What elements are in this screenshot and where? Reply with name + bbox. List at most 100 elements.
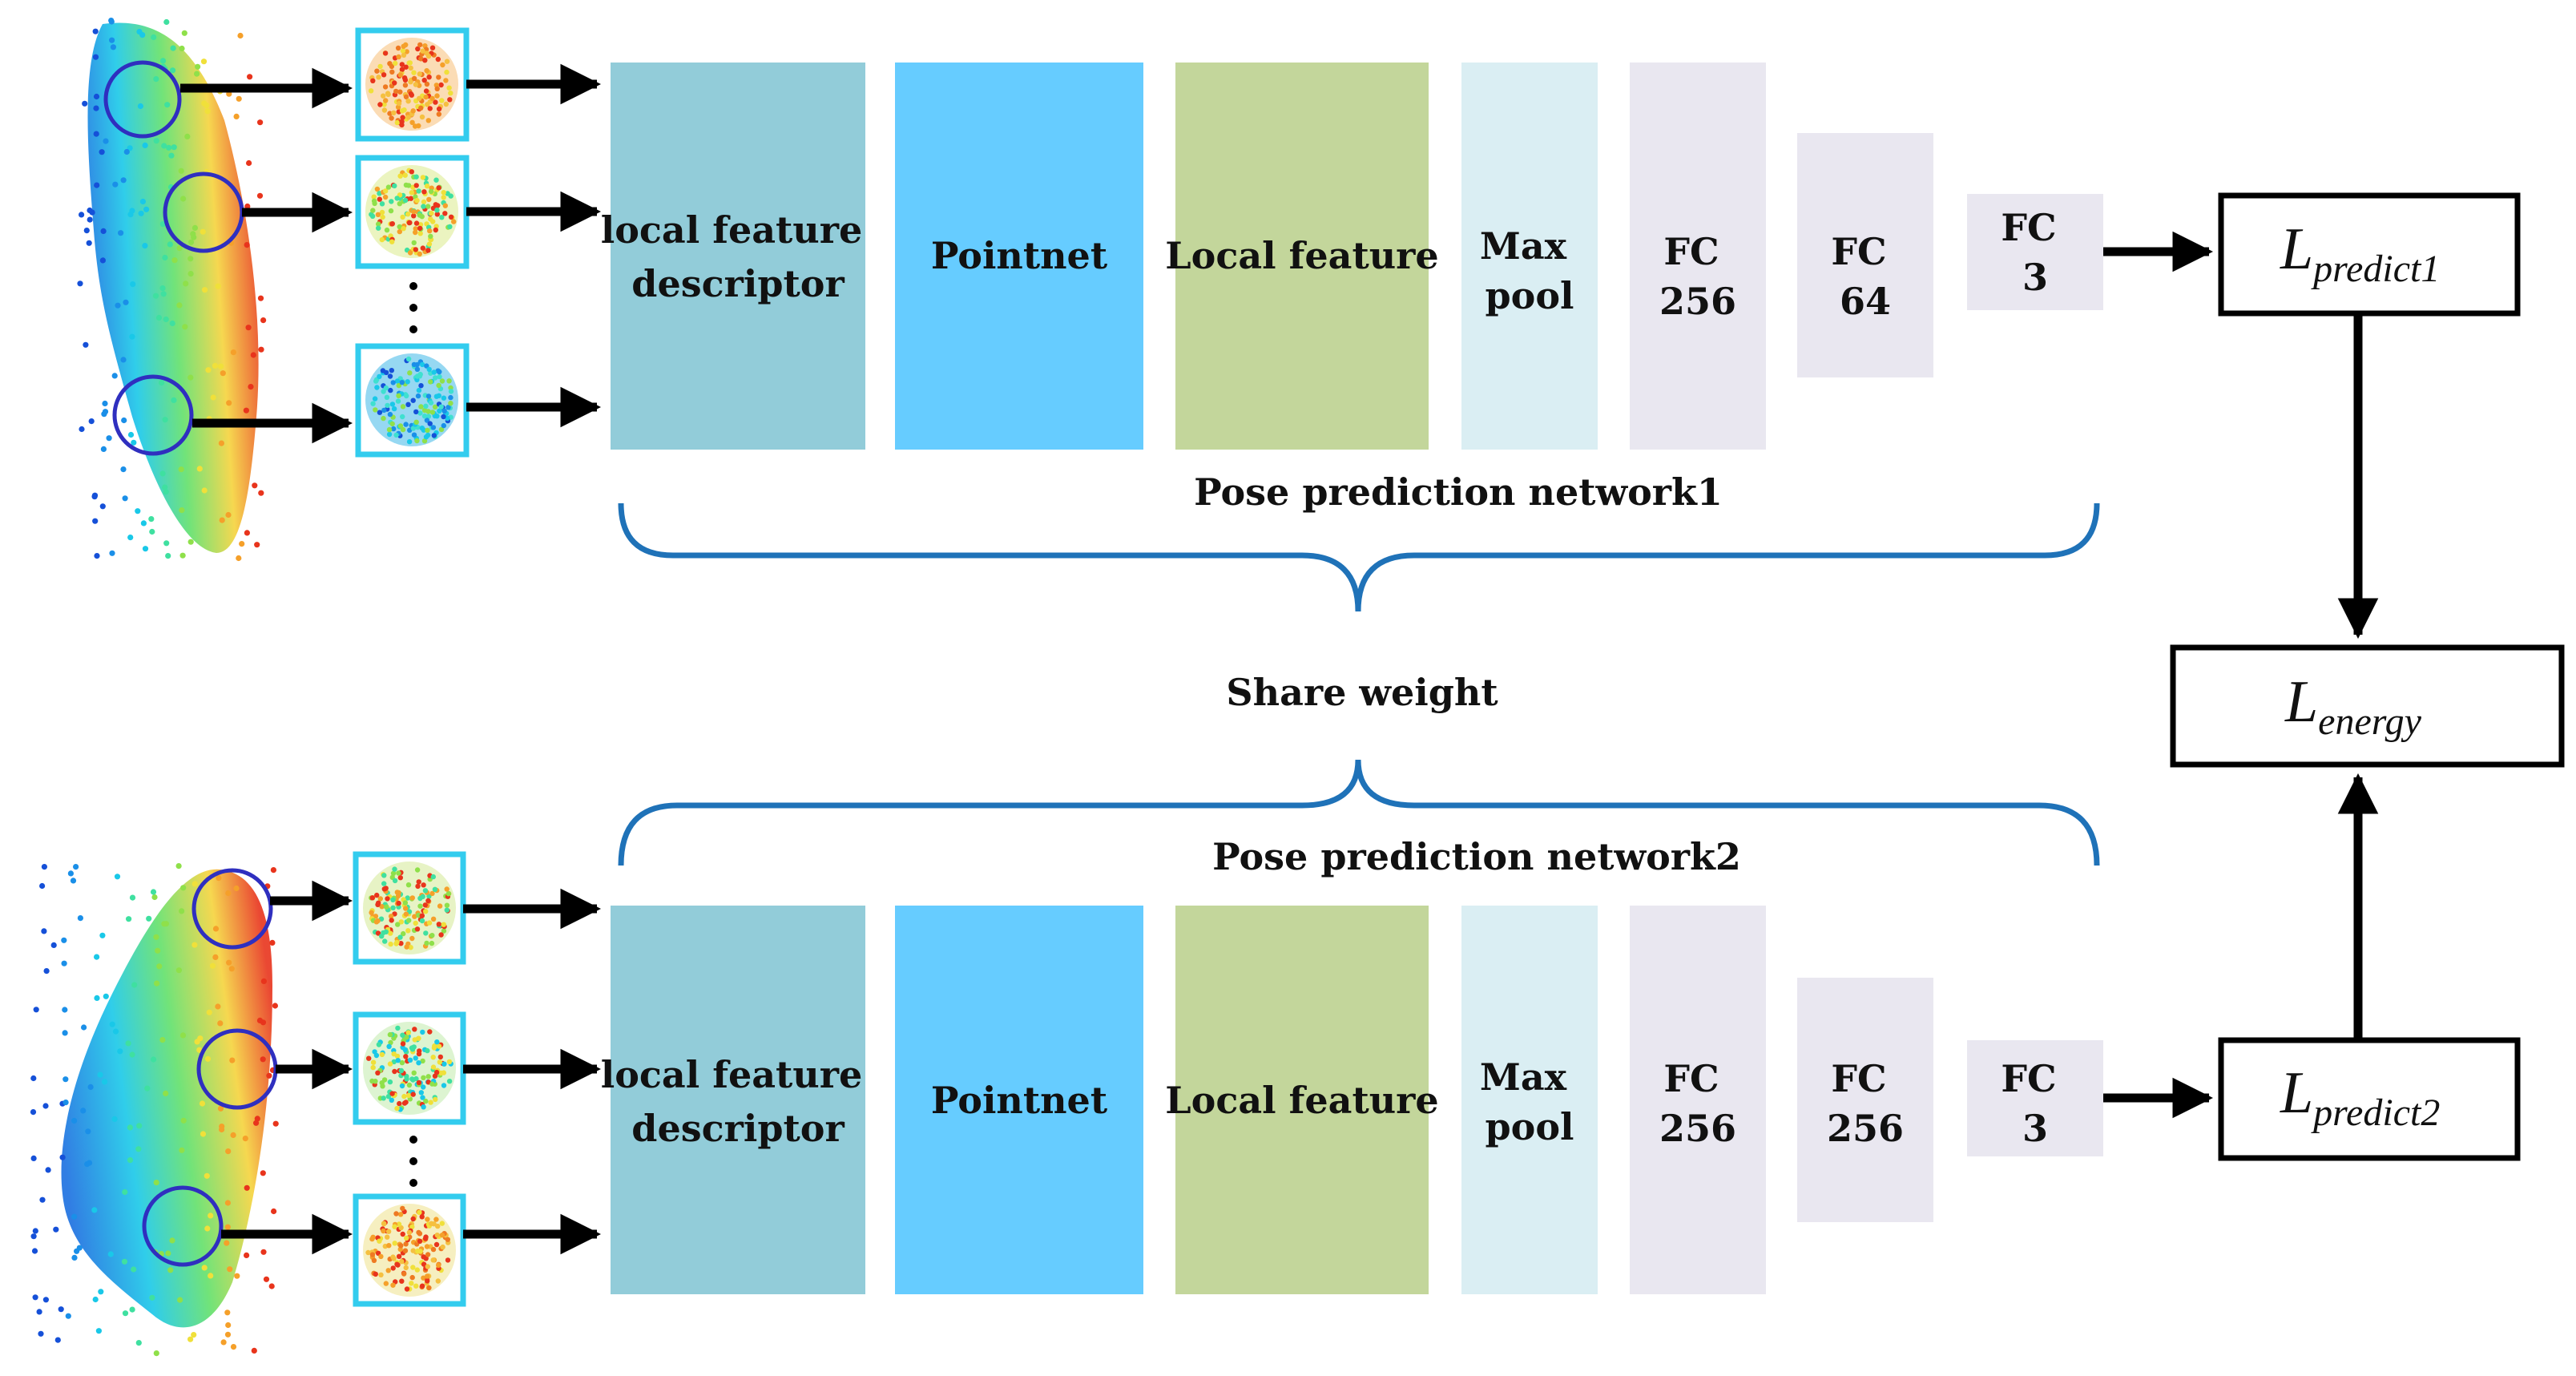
point-cloud-dot xyxy=(395,1058,401,1063)
point-cloud-dot xyxy=(396,900,401,906)
point-cloud-dot xyxy=(418,383,424,389)
point-cloud-dot xyxy=(62,1076,69,1083)
point-cloud-dot xyxy=(407,250,413,256)
point-cloud-dot xyxy=(387,111,393,116)
point-cloud-dot xyxy=(389,421,395,427)
point-cloud-dot xyxy=(94,995,100,1001)
point-cloud-dot xyxy=(441,1061,447,1067)
point-cloud-dot xyxy=(421,189,427,195)
point-cloud-dot xyxy=(243,407,249,414)
point-cloud-dot xyxy=(409,1224,415,1230)
point-cloud-dot xyxy=(160,291,167,297)
point-cloud-dot xyxy=(397,89,403,95)
point-cloud-dot xyxy=(437,373,442,380)
point-cloud-dot xyxy=(219,1126,225,1133)
point-cloud-dot xyxy=(422,58,428,63)
fc1b-label-line2: 256 xyxy=(1659,1107,1736,1150)
point-cloud-dot xyxy=(397,228,402,235)
point-cloud-dot xyxy=(373,407,378,413)
point-cloud-dot xyxy=(405,99,411,104)
point-cloud-dot xyxy=(244,242,250,248)
maxpool2-label-line2: pool xyxy=(1485,1105,1574,1148)
point-cloud-dot xyxy=(448,389,454,394)
point-cloud-dot xyxy=(391,1051,397,1057)
point-cloud-dot xyxy=(199,1100,206,1107)
point-cloud-dot xyxy=(371,1257,377,1264)
point-cloud-dot xyxy=(181,30,187,36)
point-cloud-dot xyxy=(419,1214,425,1220)
point-cloud-dot xyxy=(438,426,445,433)
point-cloud-dot xyxy=(151,894,158,901)
point-cloud-dot xyxy=(131,439,137,446)
point-cloud-dot xyxy=(435,1278,441,1284)
point-cloud-dot xyxy=(417,42,423,48)
local-feature-label: Local feature xyxy=(1165,234,1438,277)
point-cloud-dot xyxy=(93,131,99,137)
point-cloud-dot xyxy=(400,426,406,433)
point-cloud-dot xyxy=(430,874,436,880)
point-cloud-dot xyxy=(413,409,419,415)
point-cloud-dot xyxy=(376,221,381,227)
point-cloud-dot xyxy=(159,470,166,477)
point-cloud-dot xyxy=(423,94,429,100)
point-cloud-dot xyxy=(388,387,393,393)
point-cloud-dot xyxy=(393,88,399,95)
brace-network1 xyxy=(618,502,2100,612)
point-cloud-dot xyxy=(408,65,413,71)
point-cloud-dot xyxy=(191,1332,197,1338)
point-cloud-dot xyxy=(430,1064,437,1070)
point-cloud-dot xyxy=(381,873,387,878)
point-cloud-dot xyxy=(152,293,159,299)
point-cloud-dot xyxy=(228,966,235,972)
point-cloud-dot xyxy=(446,85,452,91)
point-cloud-dot xyxy=(61,960,67,966)
point-cloud-dot xyxy=(169,1237,175,1244)
point-cloud-dot xyxy=(441,928,447,934)
point-cloud-dot xyxy=(444,902,450,908)
point-cloud-dot xyxy=(176,302,183,309)
point-cloud-dot xyxy=(175,863,182,870)
point-cloud-dot xyxy=(45,1167,51,1173)
point-cloud-dot xyxy=(394,378,401,384)
point-cloud-dot xyxy=(402,197,409,204)
point-cloud-dot xyxy=(448,91,454,96)
brace-network2 xyxy=(618,759,2100,866)
point-cloud-dot xyxy=(187,256,194,262)
point-cloud-dot xyxy=(409,119,415,125)
point-cloud-dot xyxy=(430,1257,436,1263)
point-cloud-dot xyxy=(110,44,116,50)
point-cloud-dot xyxy=(109,550,115,556)
point-cloud-dot xyxy=(153,1180,159,1186)
point-cloud-dot xyxy=(405,928,411,934)
patch-bottom-1 xyxy=(353,851,466,965)
point-cloud-dot xyxy=(433,177,439,183)
point-cloud-dot xyxy=(171,397,177,403)
point-cloud-dot xyxy=(441,1083,447,1088)
point-cloud-dot xyxy=(419,114,425,120)
point-cloud-dot xyxy=(411,432,417,438)
point-cloud-dot xyxy=(446,1059,453,1065)
point-cloud-dot xyxy=(180,885,187,891)
point-cloud-dot xyxy=(429,210,434,216)
point-cloud-dot xyxy=(200,228,206,235)
point-cloud-dot xyxy=(390,1254,396,1260)
point-cloud-dot xyxy=(389,368,394,373)
block-maxpool-2 xyxy=(1461,906,1598,1294)
point-cloud-dot xyxy=(403,64,409,70)
point-cloud-dot xyxy=(93,93,100,100)
point-cloud-dot xyxy=(425,898,431,904)
point-cloud-dot xyxy=(42,1297,50,1303)
point-cloud-dot xyxy=(399,1059,405,1066)
point-cloud-dot xyxy=(95,1328,102,1334)
point-cloud-dot xyxy=(143,206,150,212)
point-cloud-dot xyxy=(381,415,386,422)
point-cloud-dot xyxy=(209,962,216,969)
point-cloud-dot xyxy=(437,903,443,909)
point-cloud-dot xyxy=(411,213,417,219)
point-cloud-dot xyxy=(86,1160,93,1166)
point-cloud-dot xyxy=(397,934,403,940)
network1-label: Pose prediction network1 xyxy=(1194,470,1723,514)
point-cloud-dot xyxy=(403,1054,409,1059)
point-cloud-dot xyxy=(383,385,389,391)
point-cloud-dot xyxy=(448,193,454,199)
